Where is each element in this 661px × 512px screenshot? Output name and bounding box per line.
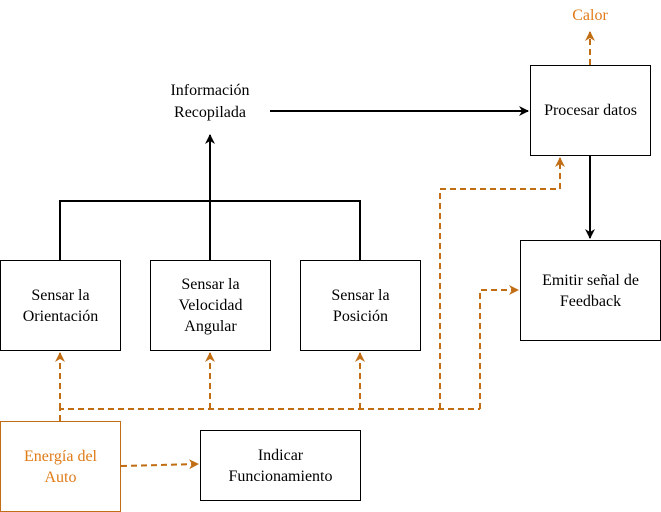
- node-calor: Calor: [550, 5, 630, 27]
- node-indicar-label: Indicar Funcionamiento: [228, 446, 333, 485]
- edge-sensors-to-informacion: [59, 135, 361, 261]
- node-velocidad-label: Sensar la Velocidad Angular: [178, 276, 243, 335]
- node-sensar-orientacion: Sensar la Orientación: [0, 260, 121, 351]
- node-informacion-label: Información Recopilada: [170, 82, 250, 121]
- edge-energy-bus: [59, 408, 480, 421]
- node-sensar-posicion: Sensar la Posición: [300, 260, 421, 351]
- node-posicion-label: Sensar la Posición: [331, 286, 390, 325]
- node-calor-label: Calor: [572, 7, 608, 24]
- node-procesar-datos: Procesar datos: [530, 65, 651, 156]
- node-emitir-feedback: Emitir señal de Feedback: [520, 240, 661, 341]
- node-sensar-velocidad: Sensar la Velocidad Angular: [150, 260, 271, 351]
- node-energia-auto: Energía del Auto: [0, 421, 121, 512]
- node-procesar-label: Procesar datos: [544, 102, 637, 119]
- node-informacion-recopilada: Información Recopilada: [140, 80, 280, 124]
- node-indicar-funcionamiento: Indicar Funcionamiento: [200, 430, 361, 501]
- node-orientacion-label: Sensar la Orientación: [22, 286, 99, 325]
- edge-energy-to-procesar: [439, 157, 565, 409]
- node-energia-label: Energía del Auto: [23, 447, 97, 486]
- node-emitir-label: Emitir señal de Feedback: [542, 271, 639, 310]
- edge-energy-to-indicar: [120, 459, 199, 470]
- edge-energy-to-emitir: [479, 285, 519, 409]
